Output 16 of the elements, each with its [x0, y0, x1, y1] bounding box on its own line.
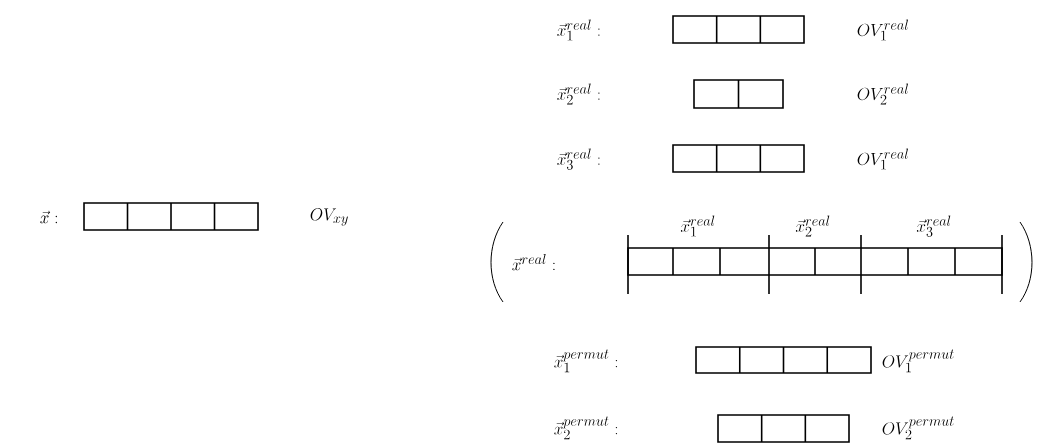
ov-label: $OV_1^{permut}$ — [882, 349, 954, 373]
vector-label: $\vec{x}_2^{permut}:$ — [554, 416, 618, 440]
vector-label: $\vec{x}_1^{real}:$ — [557, 19, 600, 41]
segment-label: $\vec{x}_1^{real}$ — [680, 215, 715, 237]
ov-label: $OV_2^{permut}$ — [882, 416, 954, 440]
ov-label: $OV_2^{real}$ — [857, 83, 908, 105]
vector-label: $\vec{x}_3^{real}:$ — [557, 148, 600, 170]
ov-label: $OV_1^{real}$ — [857, 19, 908, 41]
vector-label: $\vec{x}_1^{permut}:$ — [554, 349, 618, 373]
segment-label: $\vec{x}_3^{real}$ — [916, 215, 951, 237]
vector-label: $\vec{x}_2^{real}:$ — [557, 83, 600, 105]
vector-label: $\vec{x}:$ — [40, 210, 57, 224]
ov-label: $OV_{xy}$ — [310, 208, 348, 226]
ov-label: $OV_1^{real}$ — [857, 148, 908, 170]
vector-label: $\vec{x}^{real}:$ — [512, 253, 555, 271]
segment-label: $\vec{x}_2^{real}$ — [795, 215, 830, 237]
